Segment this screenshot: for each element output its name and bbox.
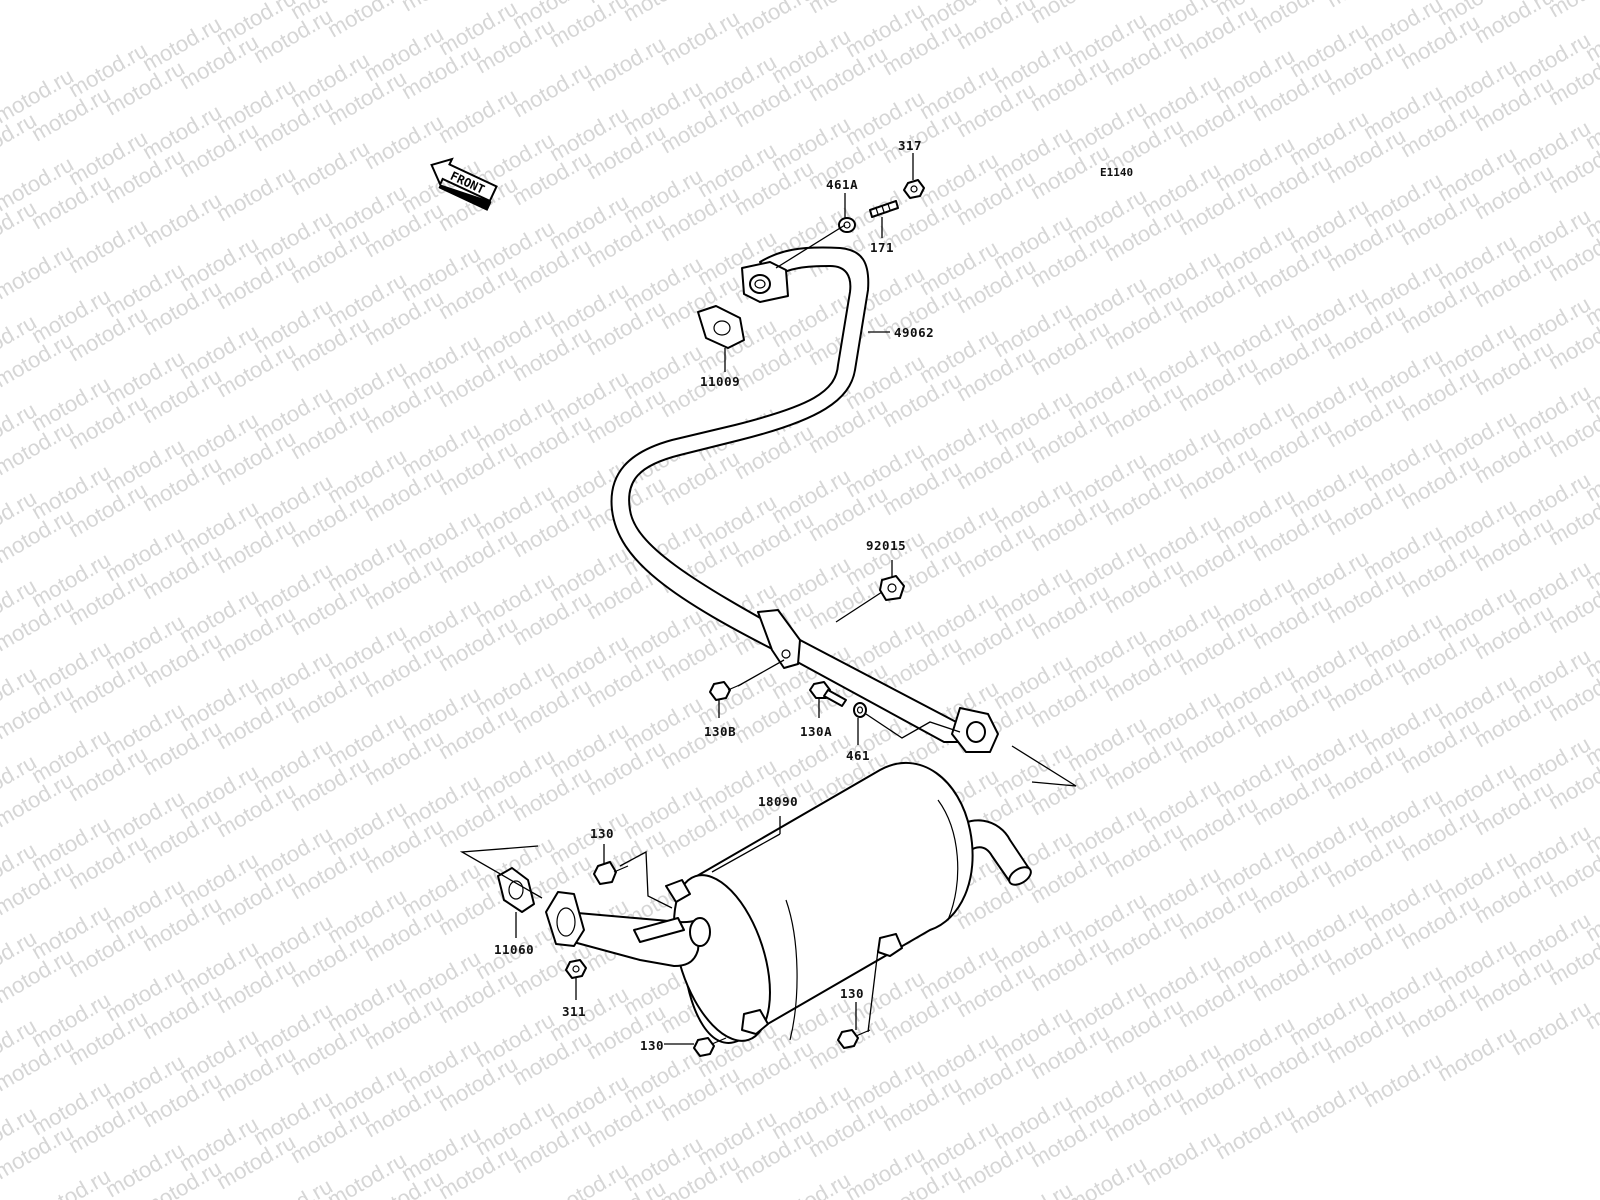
callout-130A: 130A <box>800 724 832 739</box>
muffler <box>545 761 1032 1044</box>
watermark-text: motod.ru <box>730 0 818 44</box>
watermark-text: motod.ru <box>619 0 707 26</box>
diagram-code: E1140 <box>1100 166 1133 179</box>
watermark-text: motod.ru <box>804 0 892 18</box>
watermark-text: motod.ru <box>397 0 485 16</box>
callout-11060: 11060 <box>494 942 534 957</box>
leader-lines <box>459 153 1077 1045</box>
bolt-130A <box>809 681 847 707</box>
bolt-130-right <box>837 1029 871 1049</box>
watermark-text: motod.ru <box>1285 1073 1373 1138</box>
watermark-text: motod.ru <box>212 161 300 226</box>
callout-311: 311 <box>562 1004 586 1019</box>
callout-11009: 11009 <box>700 374 740 389</box>
nut-92015 <box>879 575 905 601</box>
gasket-11009 <box>697 305 745 349</box>
watermark-text: motod.ru <box>1544 0 1600 22</box>
washer-461A <box>838 217 856 233</box>
watermark-text: motod.ru <box>582 31 670 96</box>
callout-317: 317 <box>898 138 922 153</box>
bolt-130B <box>709 681 743 701</box>
callout-130-right: 130 <box>840 986 864 1001</box>
watermark-text: motod.ru <box>138 187 226 252</box>
nut-317 <box>903 179 925 199</box>
watermark-text: motod.ru <box>1359 1047 1447 1112</box>
exhaust-pipe <box>610 246 999 753</box>
watermark-text: motod.ru <box>323 0 411 42</box>
watermark-text: motod.ru <box>1507 995 1595 1060</box>
watermark-text: motod.ru <box>1248 0 1336 38</box>
callout-130-bottom: 130 <box>640 1038 664 1053</box>
callout-18090: 18090 <box>758 794 798 809</box>
callout-461: 461 <box>846 748 870 763</box>
callout-130B: 130B <box>704 724 736 739</box>
callout-130-top: 130 <box>590 826 614 841</box>
watermark-text: motod.ru <box>1322 0 1410 12</box>
stud-171 <box>869 200 899 218</box>
watermark-text: motod.ru <box>1026 0 1114 28</box>
callout-49062: 49062 <box>894 325 934 340</box>
nut-311 <box>565 959 587 979</box>
callout-92015: 92015 <box>866 538 906 553</box>
watermark-text: motod.ru <box>1063 1151 1151 1200</box>
watermark-text: motod.ru <box>286 135 374 200</box>
watermark-text: motod.ru <box>249 1173 337 1200</box>
callout-461A: 461A <box>826 177 858 192</box>
watermark-text: motod.ru <box>656 5 744 70</box>
watermark-text: motod.ru <box>1433 1021 1521 1086</box>
watermark-text: motod.ru <box>64 213 152 278</box>
callout-labels: 317 461A 171 49062 11009 92015 130B 130A… <box>494 138 934 1053</box>
gasket-11060 <box>497 867 535 913</box>
bolt-130-bottom <box>693 1037 727 1057</box>
watermark-text: motod.ru <box>1211 1099 1299 1164</box>
watermark-text: motod.ru <box>434 83 522 148</box>
bolt-130-top <box>593 861 629 885</box>
callout-171: 171 <box>870 240 894 255</box>
washer-461 <box>853 702 867 718</box>
watermark-text: motod.ru <box>0 239 78 304</box>
watermark-text: motod.ru <box>545 1157 633 1200</box>
front-arrow-icon: FRONT <box>430 157 498 211</box>
watermark-text: motod.ru <box>1137 1125 1225 1190</box>
watermark-text: motod.ru <box>508 57 596 122</box>
